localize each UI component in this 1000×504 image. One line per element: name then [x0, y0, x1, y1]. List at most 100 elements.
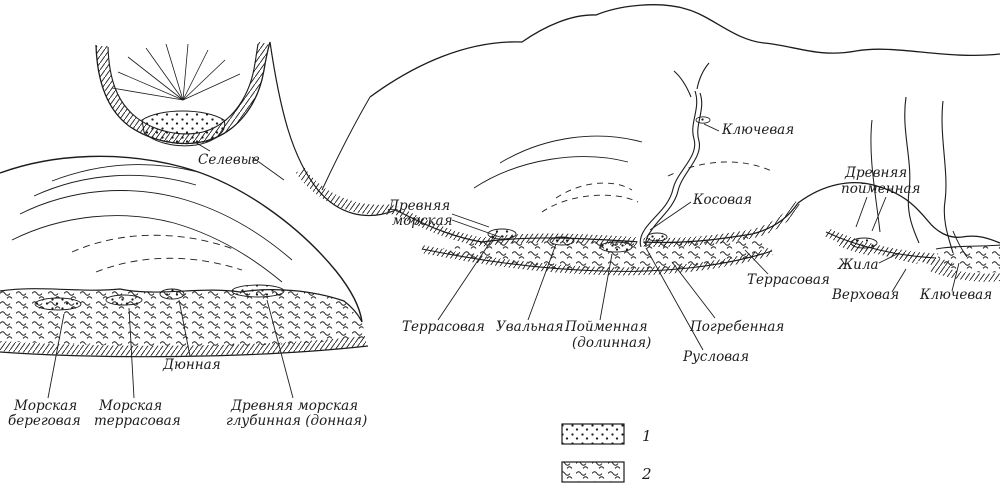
- spring-valley-line: [935, 244, 1000, 250]
- leader-morskaya-terrasovaya: [128, 307, 135, 399]
- leader-morskaya-beregovaya: [47, 313, 65, 399]
- ridge-to-spur-line: [321, 96, 371, 191]
- label-morskaya-terrasovaya-1: Морская: [98, 398, 162, 414]
- leader-terrasovaya-right: [744, 249, 769, 275]
- river-bank-left: [639, 90, 698, 248]
- terrace-base-hatch: [0, 336, 367, 356]
- spring-valley-fill: [936, 245, 1000, 273]
- floodplain-bottom-line: [421, 248, 773, 272]
- leader-ruslovaya: [645, 247, 704, 351]
- leader-dyunnaya: [178, 299, 191, 357]
- left-hill: [0, 155, 363, 323]
- dune-placer-lens: [159, 288, 185, 300]
- label-morskaya-beregovaya-1: Морская: [13, 398, 77, 414]
- right-hill-outline: [797, 181, 1000, 244]
- spur-hatch-band: [295, 167, 395, 215]
- beach-placer-lens: [34, 297, 82, 311]
- floodplain-placer-lens: [599, 241, 633, 253]
- labels: Селевые Древняя морская Ключевая Косовая…: [8, 122, 992, 429]
- label-poymennaya-1: Пойменная: [564, 319, 648, 335]
- leader-selevye: [192, 140, 211, 152]
- left-hill-outline: [0, 155, 363, 323]
- slope-contour: [499, 135, 643, 164]
- legend-swatch-waves: [561, 461, 625, 483]
- legend: 1 2: [561, 423, 652, 483]
- leader-kosovaya: [649, 201, 692, 231]
- label-uvalnaya: Увальная: [496, 319, 564, 335]
- label-dyunnaya: Дюнная: [162, 357, 221, 373]
- marine-terrace: [0, 284, 369, 358]
- river-fork: [673, 70, 692, 98]
- strata-line: [33, 174, 197, 197]
- label-pogrebennaya: Погребенная: [689, 319, 784, 335]
- legend-swatch-dots: [561, 423, 625, 445]
- label-poymennaya-2: (долинная): [572, 335, 651, 351]
- terrace-fill: [0, 288, 366, 347]
- floodplain-top-line: [395, 202, 799, 244]
- leader-pogrebennaya: [671, 261, 716, 319]
- legend-number-1: 1: [642, 427, 652, 445]
- label-morskaya-beregovaya-2: береговая: [8, 413, 81, 429]
- leader-poymennaya: [599, 253, 613, 321]
- strata-line: [19, 190, 293, 261]
- strata-line-dashed: [95, 257, 243, 273]
- hanging-valley: [95, 41, 397, 217]
- label-drevnyaya-morskaya-glubinnaya-1: Древняя морская: [230, 398, 358, 414]
- vein-line: [904, 96, 920, 244]
- leader-drevnyaya-poymennaya: [871, 196, 887, 232]
- deep-marine-placer-lens: [231, 284, 285, 298]
- spur-ridge-line: [269, 41, 397, 217]
- label-terrasovaya-right: Террасовая: [747, 272, 830, 288]
- strata-line-dashed: [71, 234, 237, 253]
- leader-zhila: [878, 252, 900, 264]
- label-klyuchevaya-bottom: Ключевая: [919, 287, 992, 303]
- old-meander-dashed: [541, 194, 639, 213]
- label-klyuchevaya-top: Ключевая: [721, 122, 794, 138]
- right-hill: [797, 96, 1000, 282]
- label-terrasovaya-bottom: Террасовая: [402, 319, 485, 335]
- label-drevnyaya-poymennaya-2: пойменная: [841, 181, 920, 197]
- river: [637, 62, 710, 248]
- spring-valley-hatch: [930, 264, 1000, 282]
- vein-line: [870, 119, 881, 233]
- label-ruslovaya: Русловая: [682, 349, 749, 365]
- middle-valley: [393, 62, 802, 276]
- vein-line: [941, 100, 954, 254]
- label-selevye: Селевые: [198, 152, 260, 168]
- legend-number-2: 2: [641, 465, 652, 483]
- leader-uvalnaya: [527, 243, 557, 321]
- ridge-line: [369, 4, 1000, 98]
- bar-placer-lens: [646, 232, 668, 242]
- label-drevnyaya-poymennaya-1: Древняя: [844, 165, 907, 181]
- mudflow-cone-deposit: [141, 110, 226, 147]
- floodplain-placer-lens: [549, 236, 575, 246]
- alluvial-fan-rays: [111, 43, 241, 101]
- leader-terrasovaya-bottom: [437, 231, 498, 321]
- leader-drevnyaya-poymennaya: [855, 196, 868, 228]
- leader-drevnyaya-glubinnaya: [266, 299, 294, 399]
- terrace-base-line: [0, 345, 369, 358]
- strata-line: [11, 215, 283, 283]
- leader-selevye: [251, 156, 285, 181]
- leader-klyuchevaya-bottom: [951, 262, 960, 292]
- leader-klyuchevaya-top: [703, 123, 720, 132]
- terrace-top-line: [0, 288, 363, 323]
- river-fork: [696, 62, 710, 90]
- terrace-placer-lens: [487, 228, 517, 240]
- eluvial-hatch: [836, 237, 873, 256]
- leader-drevnyaya-morskaya: [451, 213, 490, 228]
- ancient-floodplain-placer: [850, 237, 878, 249]
- strata-line: [51, 164, 199, 182]
- leader-lines: [47, 123, 960, 399]
- label-verkhovaya: Верховая: [831, 287, 899, 303]
- spring-placer: [695, 116, 711, 124]
- label-drevnyaya-morskaya-1: Древняя: [387, 198, 450, 214]
- label-drevnyaya-morskaya-glubinnaya-2: глубинная (донная): [226, 413, 367, 429]
- label-zhila: Жила: [837, 257, 879, 273]
- label-drevnyaya-morskaya-2: морская: [392, 213, 453, 229]
- label-kosovaya: Косовая: [692, 192, 752, 208]
- label-morskaya-terrasovaya-2: террасовая: [94, 413, 181, 429]
- beach-placer-lens: [105, 294, 143, 306]
